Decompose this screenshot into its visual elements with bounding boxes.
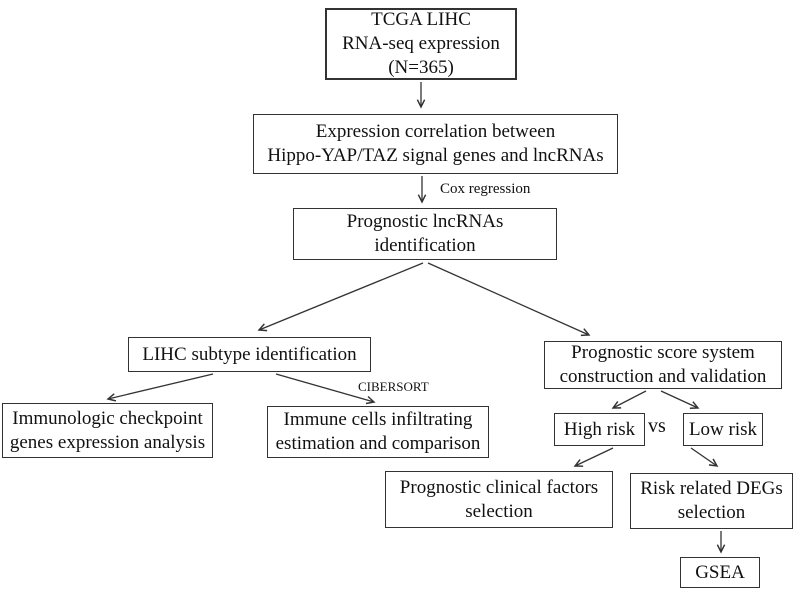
arrow-score-to-high-risk [613,390,647,408]
node-lihc-subtype-identification: LIHC subtype identification [128,337,371,372]
arrow-low-risk-to-degs [690,447,717,466]
edge-label-cibersort: CIBERSORT [358,379,429,394]
arrow-prognostic-to-subtype [259,262,424,330]
arrow-prognostic-to-score [427,262,589,335]
node-immunologic-checkpoint: Immunologic checkpoint genes expression … [2,403,213,458]
node-low-risk: Low risk [683,413,763,446]
node-prognostic-clinical-factors: Prognostic clinical factors selection [385,471,613,528]
edge-label-vs: vs [648,415,666,437]
arrow-subtype-to-checkpoint [108,373,214,399]
node-prognostic-lncrnas: Prognostic lncRNAs identification [293,208,557,260]
node-immune-cells-infiltrating: Immune cells infiltrating estimation and… [267,406,489,458]
node-prognostic-score-system: Prognostic score system construction and… [544,341,782,389]
arrow-score-to-low-risk [660,390,698,408]
arrow-subtype-to-immune-cells [275,373,374,402]
node-high-risk: High risk [554,413,645,446]
node-tcga-lihc-rnaseq: TCGA LIHC RNA-seq expression (N=365) [325,8,517,80]
node-expression-correlation: Expression correlation between Hippo-YAP… [253,114,618,174]
arrow-high-risk-to-clinical [575,447,614,466]
node-gsea: GSEA [680,557,760,588]
node-risk-related-degs: Risk related DEGs selection [630,473,793,529]
edge-label-cox-regression: Cox regression [440,181,531,197]
